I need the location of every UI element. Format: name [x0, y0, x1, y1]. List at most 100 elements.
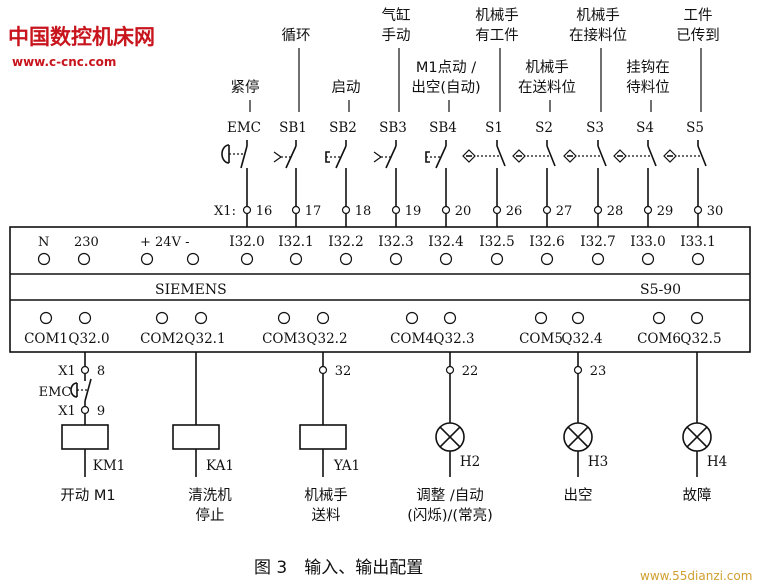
output-terminal-number: 32: [335, 364, 352, 379]
output-terminal-prefix: X1: [58, 364, 76, 379]
power-n-label: N: [38, 235, 49, 250]
signal-lamp-icon: [682, 422, 712, 452]
signal-lamp-icon: [435, 422, 465, 452]
input-label: 挂钩在: [626, 59, 670, 76]
output-com-label: COM4: [390, 331, 434, 347]
input-label: 气缸: [382, 6, 411, 24]
output-terminal: [573, 365, 583, 375]
relay-coil-icon: [172, 424, 220, 450]
output-address: Q32.5: [680, 331, 721, 347]
switch-no-push-icon: [373, 145, 397, 169]
input-address: I32.5: [479, 234, 514, 250]
input-code: SB3: [379, 120, 407, 136]
output-function-label: (闪烁)/(常亮): [407, 507, 493, 524]
output-q-terminal: [690, 311, 704, 325]
switch-no-button-icon: [425, 145, 447, 169]
power-24v-minus-terminal: [186, 252, 200, 266]
input-terminal: [693, 205, 703, 215]
relay-coil-icon: [299, 424, 347, 450]
plc-module: SIEMENS S5-90 N 230 + 24V -: [9, 226, 751, 353]
input-code: SB4: [429, 120, 457, 136]
input-address: I33.1: [680, 234, 715, 250]
input-label: 机械手: [576, 7, 620, 24]
output-com-label: COM6: [637, 331, 681, 347]
plc-frame: [9, 226, 751, 353]
input-label: 机械手: [475, 7, 519, 24]
output-terminal-number: 9: [97, 404, 105, 419]
watermark-brand: 中国数控机床网: [8, 25, 155, 49]
inputs: 紧停EMC16I32.0循环SB117I32.1启动SB218I32.2气缸手动…: [214, 6, 723, 266]
input-plc-terminal: [490, 252, 504, 266]
switch-no-push-icon: [273, 145, 297, 169]
output-com-terminal: [405, 311, 419, 325]
input-terminal-number: 28: [607, 204, 624, 219]
input-address: I33.0: [630, 234, 665, 250]
input-code: S2: [535, 120, 553, 136]
input-address: I32.0: [229, 234, 264, 250]
output-com-terminal: [39, 311, 53, 325]
input-code: SB2: [329, 120, 357, 136]
output-q-terminal: [571, 311, 585, 325]
output-com-terminal: [534, 311, 548, 325]
input-plc-terminal: [240, 252, 254, 266]
input-terminal-number: 20: [455, 204, 472, 219]
output-address: Q32.2: [306, 331, 347, 347]
signal-lamp-icon: [563, 422, 593, 452]
switch-prox-icon: [613, 145, 657, 167]
input-terminal: [441, 205, 451, 215]
relay-coil-icon: [61, 424, 109, 450]
output-com-label: COM1: [24, 331, 68, 347]
switch-no-button-icon: [325, 145, 347, 169]
input-terminal: [643, 205, 653, 215]
output-code: KM1: [93, 458, 126, 474]
output-com-label: COM2: [140, 331, 184, 347]
output-terminal: [318, 365, 328, 375]
input-address: I32.1: [278, 234, 313, 250]
input-label: 手动: [382, 27, 411, 44]
output-function-label: 开动 M1: [60, 487, 115, 504]
output-terminal-number: 22: [462, 364, 479, 379]
switch-prox-icon: [663, 145, 707, 167]
power-24v-plus-terminal: [140, 252, 154, 266]
output-com-terminal: [155, 311, 169, 325]
output-com-label: COM5: [519, 331, 563, 347]
output-code: H4: [707, 454, 727, 470]
watermark-corner: www.55dianzi.com: [640, 569, 752, 583]
output-terminal: [80, 405, 90, 415]
input-terminal-number: 16: [256, 204, 273, 219]
input-plc-terminal: [540, 252, 554, 266]
input-address: I32.3: [378, 234, 413, 250]
output-function-label: 故障: [683, 486, 712, 504]
input-label: 有工件: [475, 27, 519, 44]
output-address: Q32.3: [433, 331, 474, 347]
input-terminal: [242, 205, 252, 215]
power-230-label: 230: [74, 235, 99, 250]
output-function-label: 送料: [312, 507, 341, 524]
input-code: S3: [586, 120, 604, 136]
output-function-label: 清洗机: [188, 487, 232, 504]
power-n-terminal: [37, 252, 51, 266]
figure-caption: 图 3 输入、输出配置: [254, 558, 423, 578]
input-plc-terminal: [691, 252, 705, 266]
output-function-label: 停止: [196, 507, 225, 524]
output-address: Q32.1: [184, 331, 225, 347]
input-terminal: [593, 205, 603, 215]
input-terminal-number: 29: [657, 204, 674, 219]
input-code: S5: [686, 120, 704, 136]
input-label: 在接料位: [569, 27, 627, 44]
switch-nc-button-icon: [221, 144, 248, 169]
input-plc-terminal: [439, 252, 453, 266]
input-code: S4: [636, 120, 654, 136]
input-code: EMC: [227, 120, 261, 136]
switch-prox-icon: [512, 145, 556, 167]
